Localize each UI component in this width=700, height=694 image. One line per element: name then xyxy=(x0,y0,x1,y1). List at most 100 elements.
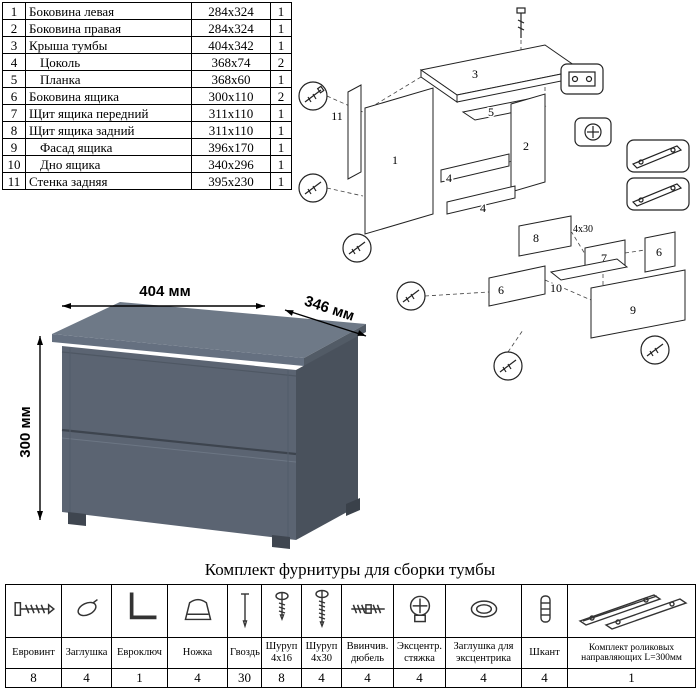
hardware-label: Евроключ xyxy=(111,637,168,669)
part-plinth-strip xyxy=(440,153,510,183)
height-dimension-label: 300 мм xyxy=(18,406,34,457)
screw-4x30-icon xyxy=(314,589,329,628)
part-name: Боковина ящика xyxy=(25,87,192,105)
part-size: 300x110 xyxy=(191,87,271,105)
width-dimension-label: 404 мм xyxy=(139,283,190,300)
dowel-screw-icon xyxy=(350,603,385,614)
part-left-side xyxy=(364,87,434,235)
hardware-icon-cell xyxy=(5,584,62,638)
diagram-label-4b: 4 xyxy=(480,201,486,215)
screw-callout-icon xyxy=(342,233,372,263)
part-back-panel xyxy=(347,84,362,180)
hardware-qty-row: 8 4 1 4 30 8 4 4 4 4 4 1 xyxy=(5,668,696,688)
hardware-qty: 4 xyxy=(393,668,446,688)
hardware-qty: 1 xyxy=(567,668,696,688)
diagram-label-4x30: 4x30 xyxy=(573,224,593,235)
part-number: 3 xyxy=(2,36,26,54)
diagram-label-1: 1 xyxy=(392,153,398,167)
part-name: Щит ящика задний xyxy=(25,121,192,139)
part-number: 6 xyxy=(2,87,26,105)
screw-callout-icon xyxy=(298,81,328,111)
height-dimension: 300 мм xyxy=(18,336,43,520)
part-name: Фасад ящика xyxy=(25,138,192,156)
table-row: 1 Боковина левая 284x324 1 xyxy=(2,2,292,20)
diagram-label-6l: 6 xyxy=(498,283,504,297)
width-dimension: 404 мм xyxy=(62,283,265,309)
part-size: 395x230 xyxy=(191,172,271,190)
part-drawer-side-left xyxy=(488,265,546,307)
hardware-label: Заглушка для эксцентрика xyxy=(445,637,522,669)
diagram-label-9: 9 xyxy=(630,303,636,317)
hardware-label: Шуруп 4x16 xyxy=(261,637,302,669)
part-drawer-facade xyxy=(590,269,686,339)
table-row: 6 Боковина ящика 300x110 2 xyxy=(2,87,292,105)
screw-callout-icon xyxy=(396,281,426,311)
part-qty: 1 xyxy=(270,172,292,190)
part-name: Планка xyxy=(25,70,192,88)
table-row: 4 Цоколь 368x74 2 xyxy=(2,53,292,71)
part-name: Цоколь xyxy=(25,53,192,71)
hardware-icon-cell xyxy=(301,584,342,638)
cam-lock-icon xyxy=(409,595,430,622)
part-drawer-back xyxy=(518,215,572,257)
hardware-icon-cell xyxy=(567,584,696,638)
cabinet-body xyxy=(52,302,366,549)
part-size: 368x74 xyxy=(191,53,271,71)
screw-callout-icon xyxy=(640,335,670,365)
cabinet-render: 404 мм 346 мм 300 мм xyxy=(18,283,367,549)
fitting-plate-callout-icon xyxy=(560,63,604,95)
hardware-icon-cell xyxy=(341,584,394,638)
part-qty: 1 xyxy=(270,19,292,37)
screw-4x16-icon xyxy=(274,591,289,621)
hardware-labels-row: Евровинт Заглушка Евроключ Ножка Гвоздь … xyxy=(5,637,696,669)
hardware-label: Ввинчив. дюбель xyxy=(341,637,394,669)
part-size: 404x342 xyxy=(191,36,271,54)
part-size: 368x60 xyxy=(191,70,271,88)
hardware-icon-cell xyxy=(521,584,568,638)
part-name: Стенка задняя xyxy=(25,172,192,190)
part-qty: 1 xyxy=(270,104,292,122)
hardware-kit-title: Комплект фурнитуры для сборки тумбы xyxy=(204,560,496,579)
hardware-label: Комплект роликовых направляющих L=300мм xyxy=(567,637,696,669)
part-qty: 2 xyxy=(270,87,292,105)
table-row: 9 Фасад ящика 396x170 1 xyxy=(2,138,292,156)
diagram-label-4: 4 xyxy=(446,171,452,185)
hardware-label: Заглушка xyxy=(61,637,112,669)
diagram-label-6r: 6 xyxy=(656,245,662,259)
part-name: Боковина правая xyxy=(25,19,192,37)
part-name: Боковина левая xyxy=(25,2,192,20)
hardware-qty: 4 xyxy=(301,668,342,688)
hardware-icon-cell xyxy=(261,584,302,638)
hardware-label: Шкант xyxy=(521,637,568,669)
parts-table: 1 Боковина левая 284x324 1 2 Боковина пр… xyxy=(2,2,292,190)
table-row: 7 Щит ящика передний 311x110 1 xyxy=(2,104,292,122)
hardware-icon-cell xyxy=(393,584,446,638)
table-row: 8 Щит ящика задний 311x110 1 xyxy=(2,121,292,139)
part-name: Щит ящика передний xyxy=(25,104,192,122)
part-name: Крыша тумбы xyxy=(25,36,192,54)
nail-icon xyxy=(240,592,249,628)
cam-cap-icon xyxy=(470,599,497,618)
hardware-qty: 8 xyxy=(261,668,302,688)
cam-lock-callout-icon xyxy=(574,117,612,147)
table-row: 2 Боковина правая 284x324 1 xyxy=(2,19,292,37)
part-qty: 1 xyxy=(270,155,292,173)
part-number: 7 xyxy=(2,104,26,122)
part-plinth-strip xyxy=(446,185,516,215)
screw-callout-icon xyxy=(493,351,523,381)
diagram-label-5: 5 xyxy=(488,105,494,119)
part-qty: 1 xyxy=(270,36,292,54)
hardware-label: Эксцентр. стяжка xyxy=(393,637,446,669)
part-number: 2 xyxy=(2,19,26,37)
hardware-label: Шуруп 4x30 xyxy=(301,637,342,669)
table-row: 10 Дно ящика 340x296 1 xyxy=(2,155,292,173)
part-size: 284x324 xyxy=(191,2,271,20)
part-size: 311x110 xyxy=(191,104,271,122)
hardware-qty: 30 xyxy=(227,668,262,688)
part-name: Дно ящика xyxy=(25,155,192,173)
diagram-label-8: 8 xyxy=(533,231,539,245)
part-size: 396x170 xyxy=(191,138,271,156)
plug-cap-icon xyxy=(76,598,98,616)
part-right-side xyxy=(510,93,546,193)
diagram-label-2: 2 xyxy=(523,139,529,153)
